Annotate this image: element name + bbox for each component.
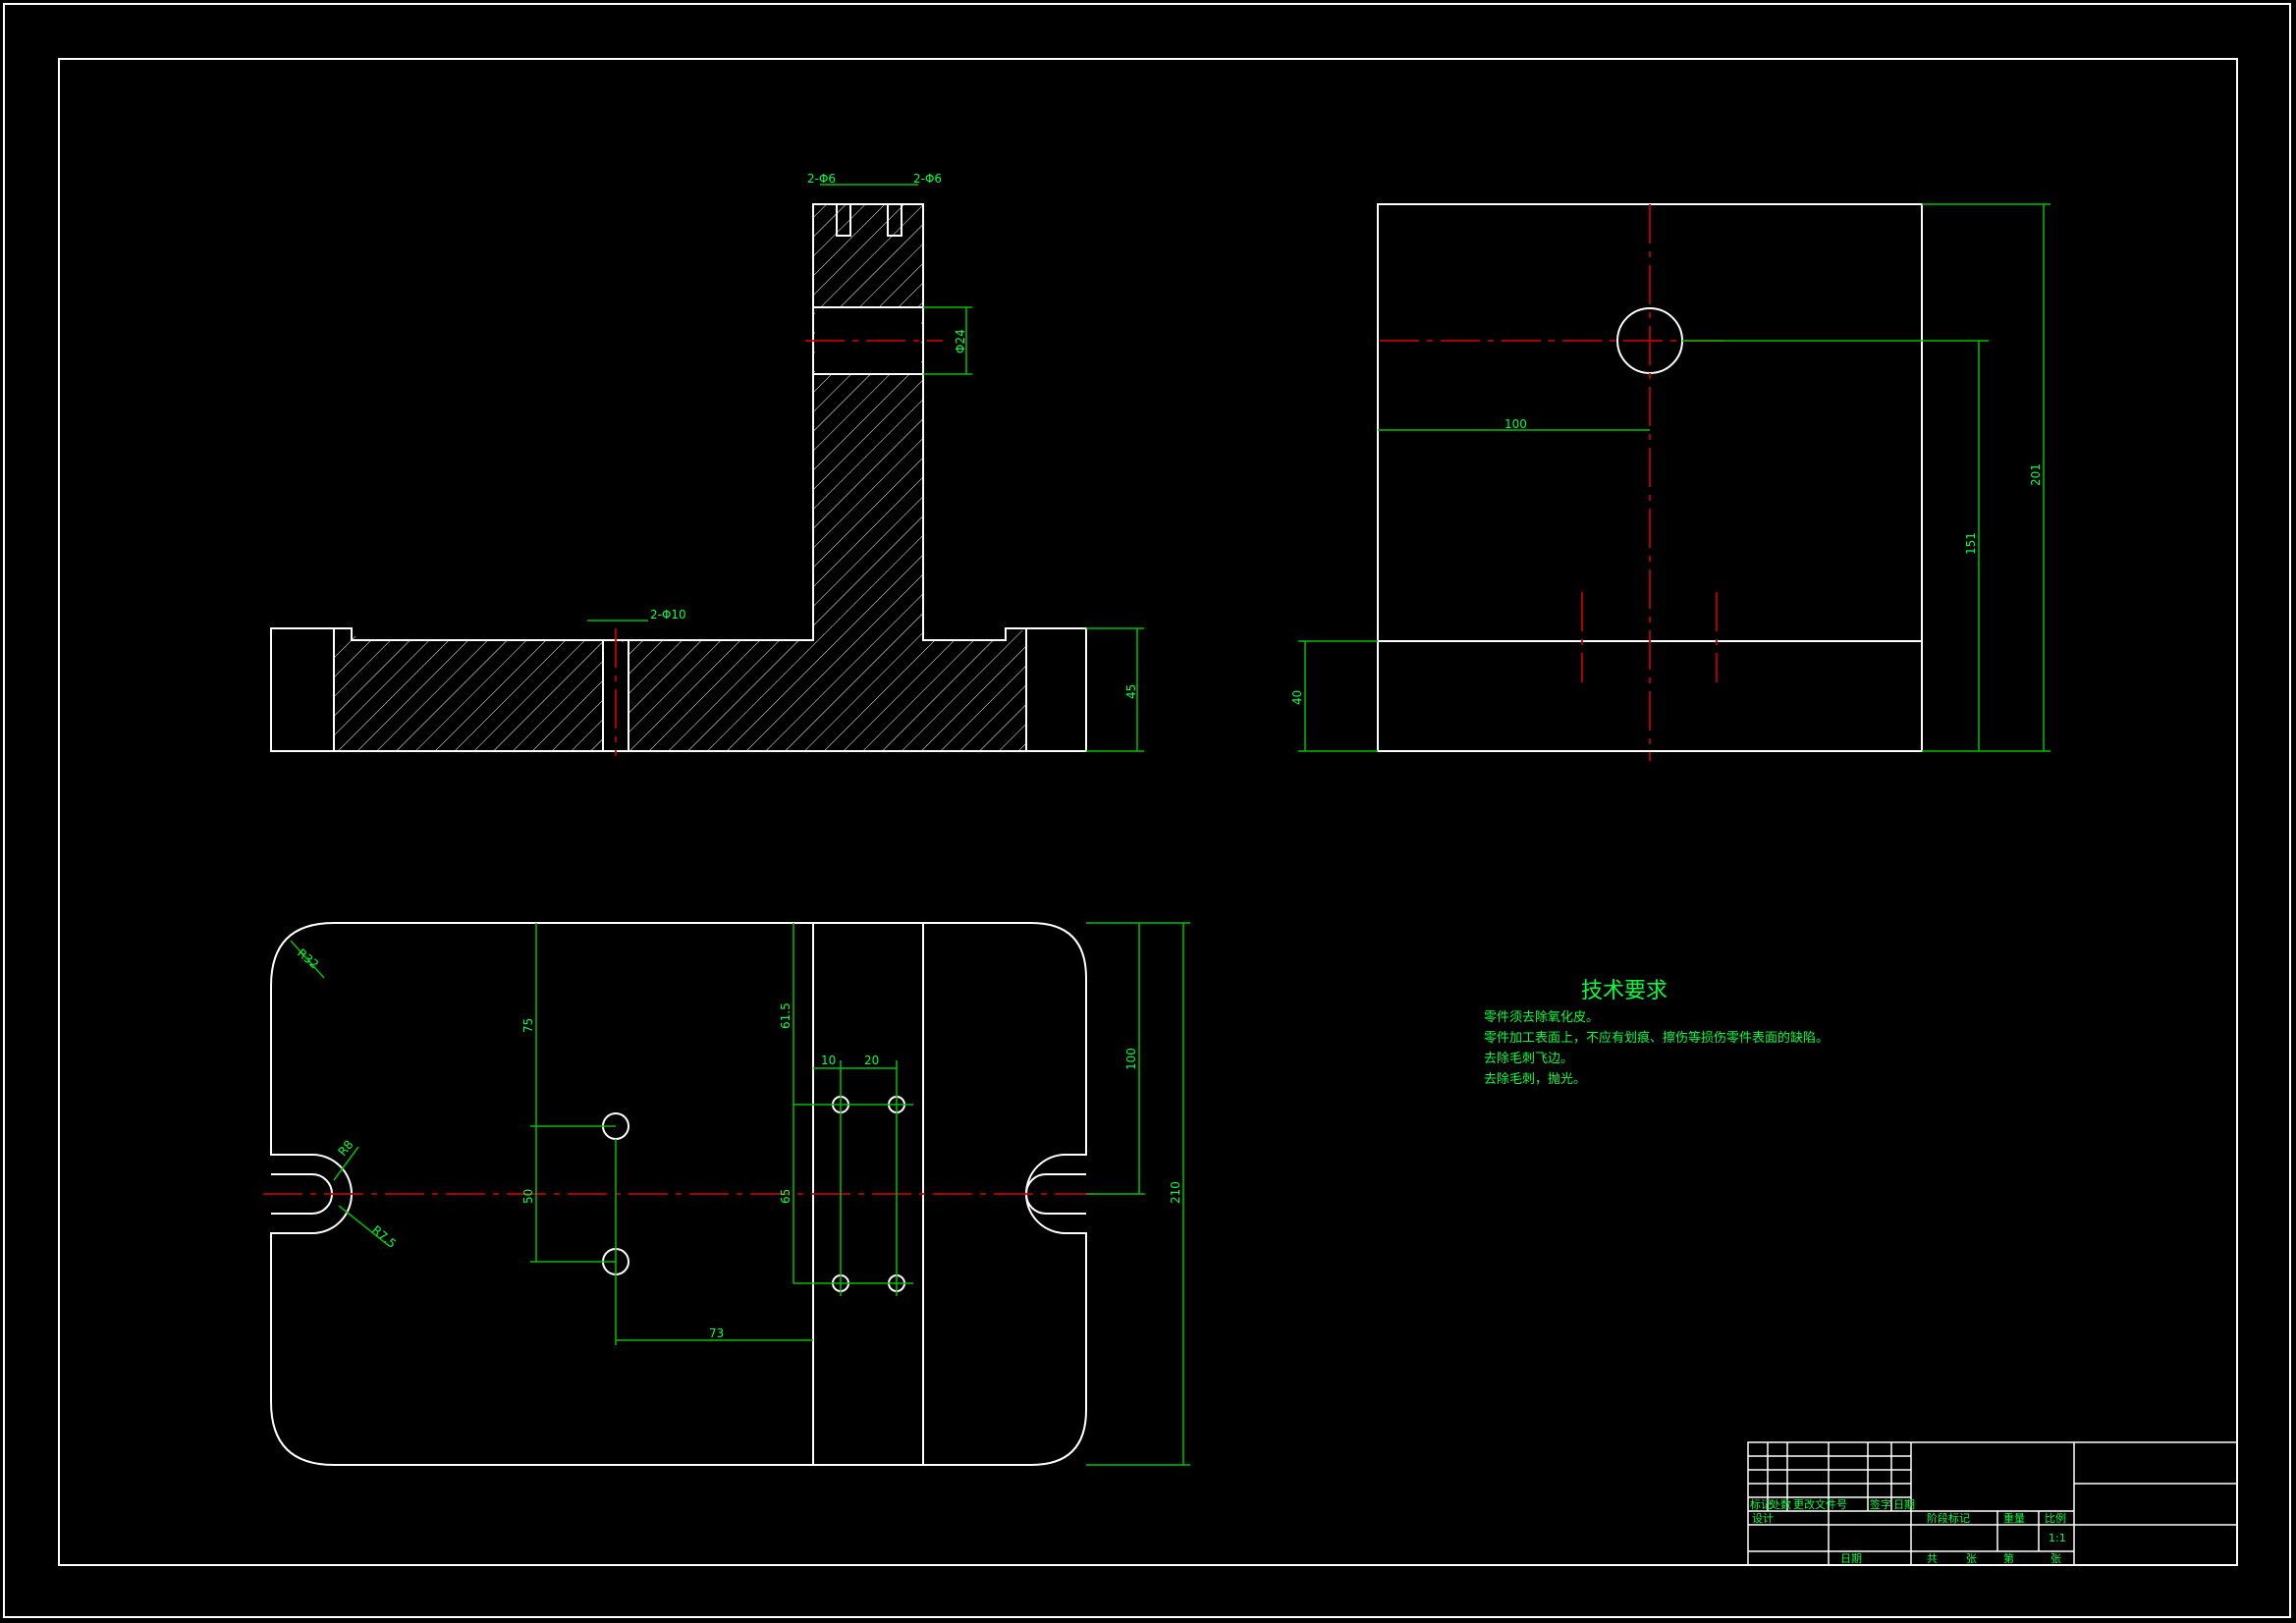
dim-100-side: 100 (1504, 417, 1527, 431)
dim-r7-5: R7.5 (369, 1223, 399, 1251)
dim-phi24: Φ24 (954, 329, 967, 353)
tb-label-sheets: 张 (1966, 1552, 1977, 1565)
note-line-4: 去除毛刺，抛光。 (1484, 1072, 1586, 1087)
tb-label-scale: 比例 (2045, 1511, 2066, 1525)
notes-title: 技术要求 (1581, 979, 1667, 1003)
top-outline (270, 922, 1087, 1466)
dim-65: 65 (779, 1189, 793, 1204)
note-line-1: 零件须去除氧化皮。 (1484, 1010, 1599, 1025)
outer-frame (3, 3, 2291, 1618)
dim-75: 75 (521, 1018, 535, 1033)
dim-2phi6-left: 2-Φ6 (807, 172, 836, 186)
leader (290, 940, 325, 979)
front-section-view: 2-Φ6 2-Φ6 Φ24 2-Φ10 45 (270, 172, 1144, 756)
tb-label-mark: 标记 (1750, 1497, 1772, 1511)
dim-151: 151 (1964, 532, 1978, 555)
dim-40: 40 (1290, 690, 1304, 705)
tb-label-sign: 签字 (1870, 1497, 1891, 1511)
dim-2phi6-right: 2-Φ6 (913, 172, 942, 186)
dim-73: 73 (709, 1326, 724, 1340)
tb-label-design: 设计 (1752, 1512, 1774, 1525)
tb-label-total: 共 (1927, 1552, 1938, 1565)
tb-label-date2: 日期 (1840, 1552, 1862, 1565)
dim-210: 210 (1169, 1181, 1182, 1204)
top-view: R32 R8 R7.5 75 50 61.5 10 20 65 73 100 2… (263, 922, 1190, 1466)
note-line-2: 零件加工表面上，不应有划痕、擦伤等损伤零件表面的缺陷。 (1484, 1030, 1829, 1046)
inner-frame (58, 58, 2238, 1566)
pin-hole-right (887, 204, 902, 237)
dim-50: 50 (521, 1189, 535, 1204)
tb-label-change-doc: 更改文件号 (1793, 1497, 1847, 1511)
note-line-3: 去除毛刺飞边。 (1484, 1052, 1573, 1066)
title-block-frame (1747, 1441, 2238, 1566)
tb-label-date: 日期 (1893, 1498, 1915, 1511)
tb-label-sheet: 张 (2050, 1552, 2061, 1565)
leader (338, 1205, 389, 1246)
dim-201: 201 (2029, 463, 2043, 486)
technical-notes: 技术要求 零件须去除氧化皮。 零件加工表面上，不应有划痕、擦伤等损伤零件表面的缺… (1484, 979, 1829, 1087)
dim-45: 45 (1124, 684, 1138, 699)
dim-61-5: 61.5 (779, 1002, 793, 1029)
tb-label-count: 处数 (1770, 1498, 1791, 1511)
dim-20: 20 (864, 1054, 879, 1067)
pin-hole-left (836, 204, 851, 237)
leader (333, 1146, 359, 1181)
dim-2phi10: 2-Φ10 (650, 608, 686, 622)
dim-10: 10 (821, 1054, 836, 1067)
tb-label-no: 第 (2003, 1551, 2014, 1565)
tb-label-stage: 阶段标记 (1927, 1511, 1970, 1525)
tb-scale-value: 1:1 (2049, 1532, 2066, 1544)
side-view: 100 151 201 40 (1290, 203, 2050, 761)
title-block: 标记 处数 更改文件号 签字 日期 设计 日期 阶段标记 重量 比例 1:1 共… (1747, 1441, 2238, 1566)
dim-100-top: 100 (1124, 1048, 1138, 1070)
tb-label-weight: 重量 (2003, 1511, 2025, 1525)
